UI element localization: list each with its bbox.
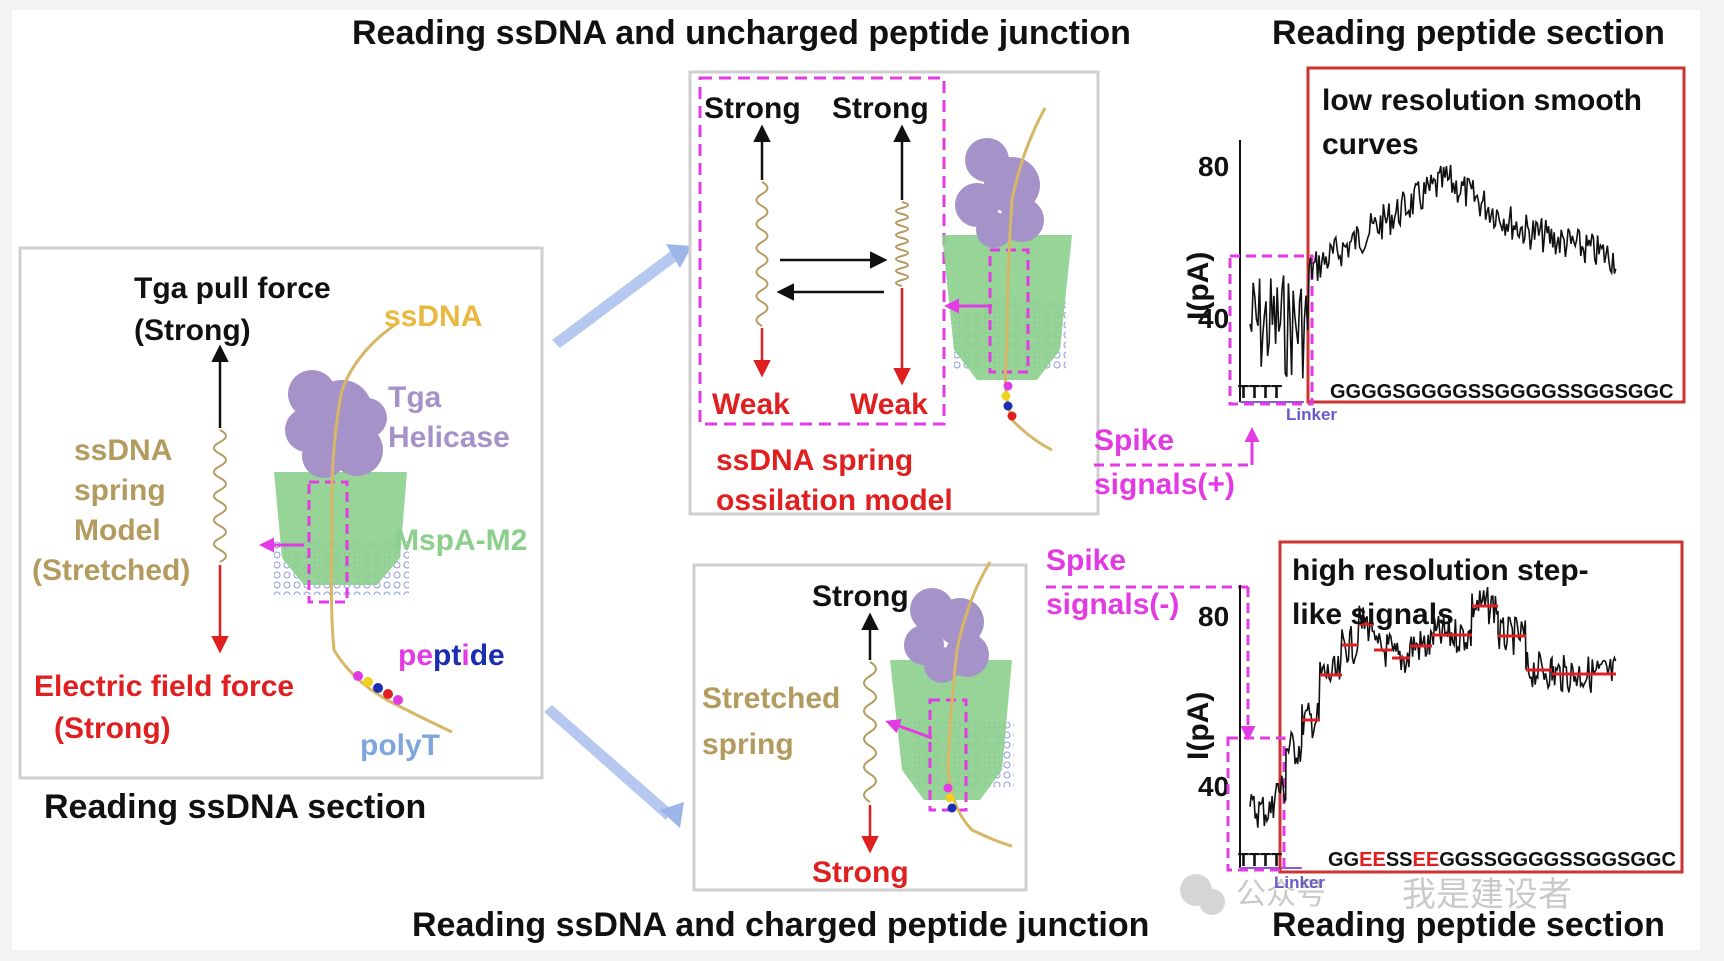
watermark-label: 公众号 — [1236, 877, 1326, 912]
peptide-beads-icon-bottom — [943, 783, 957, 813]
top-current-trace — [1249, 164, 1617, 379]
spike-minus-label-2: signals(-) — [1046, 588, 1179, 621]
top-peptide-box — [1306, 66, 1686, 404]
ssdna-strand-icon-bottom — [946, 561, 1013, 848]
tga-pull-strong-label: (Strong) — [134, 314, 251, 347]
tga-label: Tga — [388, 381, 442, 414]
ssdna-strand-icon-top — [1003, 107, 1053, 452]
bottom-sequence: GGEESSEEGGSSGGGGSSGGSGGC — [1328, 849, 1676, 871]
spike-plus-group: Spike signals(+) — [1094, 424, 1260, 501]
peptide-beads-icon — [353, 671, 403, 705]
spring-label-2: spring — [74, 474, 166, 507]
top-linker: Linker — [1286, 405, 1337, 424]
strong-top-label: Strong — [812, 580, 909, 613]
bottom-ytick-80: 80 — [1198, 601, 1229, 632]
bottom-note-2: like signals — [1292, 598, 1454, 631]
electric-force-strong-label: (Strong) — [54, 712, 171, 745]
connector-arrows — [544, 244, 692, 828]
top-spike-box — [1228, 254, 1314, 406]
title-peptide-section-top: Reading peptide section — [1272, 14, 1665, 52]
oscillation-caption-2: ossilation model — [716, 484, 953, 517]
strong-left-label: Strong — [704, 92, 801, 125]
mspa-label: MspA-M2 — [394, 524, 527, 557]
spring-label-3: Model — [74, 514, 161, 547]
bottom-current-trace — [1249, 586, 1617, 828]
spring-label-4: (Stretched) — [32, 554, 190, 587]
stretched-label-2: spring — [702, 728, 794, 761]
ssdna-label: ssDNA — [384, 300, 482, 333]
tga-pull-force-label: Tga pull force — [134, 272, 331, 305]
loose-spring-icon — [755, 181, 769, 327]
top-middle-panel: Strong Strong Weak Weak ssDNA spring oss… — [688, 70, 1100, 517]
top-ylabel: I(pA) — [1182, 252, 1215, 320]
strong-right-label: Strong — [832, 92, 929, 125]
top-sequence: GGGGSGGGGSSGGGGSSGGSGGC — [1330, 381, 1673, 403]
top-ytick-40: 40 — [1198, 303, 1229, 334]
stretched-spring-icon-bottom — [863, 661, 877, 803]
bottom-linker: Linker — [1274, 873, 1325, 892]
stretched-spring-icon — [213, 429, 227, 563]
step-level-marks — [1302, 604, 1616, 722]
watermark: 公众号 我是建设者 — [1180, 874, 1572, 915]
caption-ssdna-section: Reading ssDNA section — [44, 788, 426, 826]
spike-minus-group: Spike signals(-) — [1046, 544, 1256, 741]
spike-minus-label-1: Spike — [1046, 544, 1126, 577]
bottom-middle-panel: Strong Stretched spring Strong — [692, 561, 1028, 892]
top-note-1: low resolution smooth — [1322, 84, 1642, 117]
stretched-label-1: Stretched — [702, 682, 840, 715]
spring-callout-arrow-bottom — [885, 719, 933, 740]
bottom-spike-box — [1226, 736, 1286, 872]
peptide-label: peptide — [398, 639, 505, 672]
peptide-beads-icon-top — [1001, 381, 1017, 421]
bottom-tttt: TTTT — [1238, 850, 1282, 870]
title-uncharged-junction: Reading ssDNA and uncharged peptide junc… — [352, 14, 1131, 52]
bottom-ytick-40: 40 — [1198, 771, 1229, 802]
polyt-label: polyT — [360, 729, 440, 762]
weak-right-label: Weak — [850, 388, 928, 421]
bottom-trace-plot: I(pA) 80 40 high resolution step- like s… — [1182, 540, 1684, 892]
title-peptide-section-bottom: Reading peptide section — [1272, 906, 1665, 944]
spike-plus-label-1: Spike — [1094, 424, 1174, 457]
figure-canvas: Reading ssDNA and uncharged peptide junc… — [12, 10, 1700, 950]
oscillation-caption-1: ssDNA spring — [716, 444, 913, 477]
top-note-2: curves — [1322, 128, 1419, 161]
left-panel: Tga pull force (Strong) ssDNA spring Mod… — [18, 246, 544, 780]
bottom-ylabel: I(pA) — [1182, 692, 1215, 760]
spring-model-box — [698, 76, 946, 426]
compressed-spring-icon — [895, 201, 909, 287]
watermark-name: 我是建设者 — [1402, 875, 1572, 915]
title-charged-junction: Reading ssDNA and charged peptide juncti… — [412, 906, 1149, 944]
electric-force-label: Electric field force — [34, 670, 294, 703]
spring-label-1: ssDNA — [74, 434, 172, 467]
weak-left-label: Weak — [712, 388, 790, 421]
pore-highlight-box — [307, 480, 349, 604]
top-trace-plot: I(pA) 80 40 low resolution smooth curves… — [1182, 66, 1686, 424]
ssdna-strand-icon — [329, 320, 453, 734]
mspa-pore-icon — [274, 472, 407, 585]
bottom-peptide-box — [1278, 540, 1684, 874]
spike-plus-label-2: signals(+) — [1094, 468, 1235, 501]
bottom-note-1: high resolution step- — [1292, 554, 1589, 587]
top-tttt: TTTT — [1238, 382, 1282, 402]
top-ytick-80: 80 — [1198, 151, 1229, 182]
helicase-label: Helicase — [388, 421, 510, 454]
tga-helicase-icon-top — [955, 138, 1044, 248]
strong-bottom-label: Strong — [812, 856, 909, 889]
